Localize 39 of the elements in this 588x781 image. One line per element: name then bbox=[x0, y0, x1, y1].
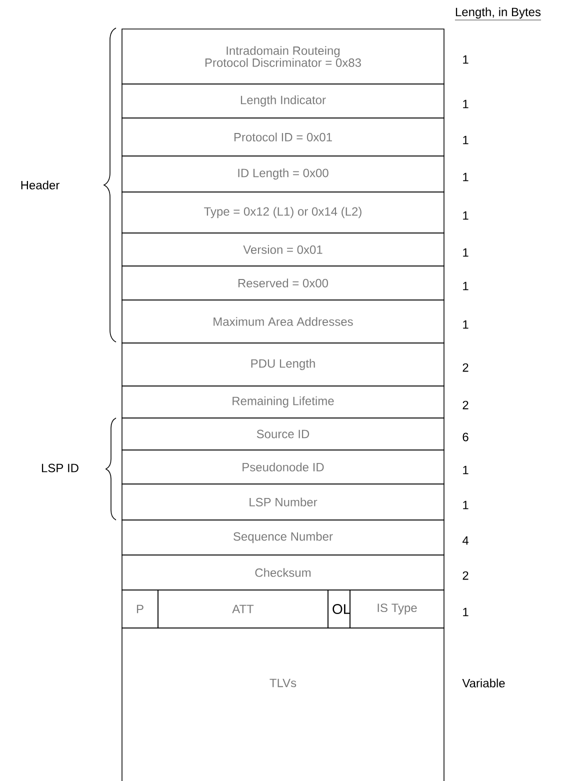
length-value: 1 bbox=[463, 282, 468, 290]
bracket-label: LSP ID bbox=[42, 464, 78, 472]
length-value: 4 bbox=[462, 536, 469, 545]
column-heading: Length, in Bytes bbox=[454, 7, 542, 20]
field-box: TLVs bbox=[122, 628, 444, 781]
field-box: Type = 0x12 (L1) or 0x14 (L2) bbox=[122, 192, 444, 234]
length-value: 2 bbox=[462, 571, 468, 580]
length-value: 2 bbox=[462, 363, 468, 372]
length-value: 2 bbox=[462, 400, 468, 410]
length-value: 1 bbox=[463, 136, 468, 144]
length-value: 1 bbox=[463, 500, 468, 510]
bracket-label: Header bbox=[21, 180, 60, 190]
field-box: Intradomain Routeing Protocol Discriminator = 0x83 bbox=[122, 28, 444, 84]
field-box: Maximum Area Addresses bbox=[122, 300, 444, 344]
field-box: Sequence Number bbox=[122, 520, 444, 556]
length-value: 1 bbox=[463, 248, 468, 257]
field-box: ID Length = 0x00 bbox=[122, 156, 444, 192]
field-box: Version = 0x01 bbox=[122, 232, 444, 266]
field-box: Pseudonode ID bbox=[122, 450, 444, 484]
length-value: 1 bbox=[463, 320, 468, 329]
field-box: PDU Length bbox=[122, 342, 444, 386]
length-value: Variable bbox=[462, 678, 505, 688]
field-box: Remaining Lifetime bbox=[122, 386, 444, 418]
length-value: 1 bbox=[463, 100, 468, 108]
field-box: Length Indicator bbox=[122, 84, 444, 118]
length-value: 1 bbox=[463, 55, 468, 64]
field-box: Reserved = 0x00 bbox=[122, 266, 444, 300]
length-value: 6 bbox=[462, 432, 468, 442]
field-box: Checksum bbox=[122, 554, 444, 590]
field-box: P bbox=[122, 590, 158, 628]
field-box: LSP Number bbox=[122, 484, 444, 520]
length-value: 1 bbox=[463, 172, 468, 182]
length-value: 1 bbox=[463, 466, 468, 474]
field-box: ATT bbox=[158, 590, 328, 628]
field-box: Source ID bbox=[122, 418, 444, 450]
length-value: 1 bbox=[463, 211, 468, 220]
field-box: Protocol ID = 0x01 bbox=[122, 118, 444, 156]
field-box: IS Type bbox=[350, 590, 444, 628]
length-value: 1 bbox=[463, 608, 468, 616]
